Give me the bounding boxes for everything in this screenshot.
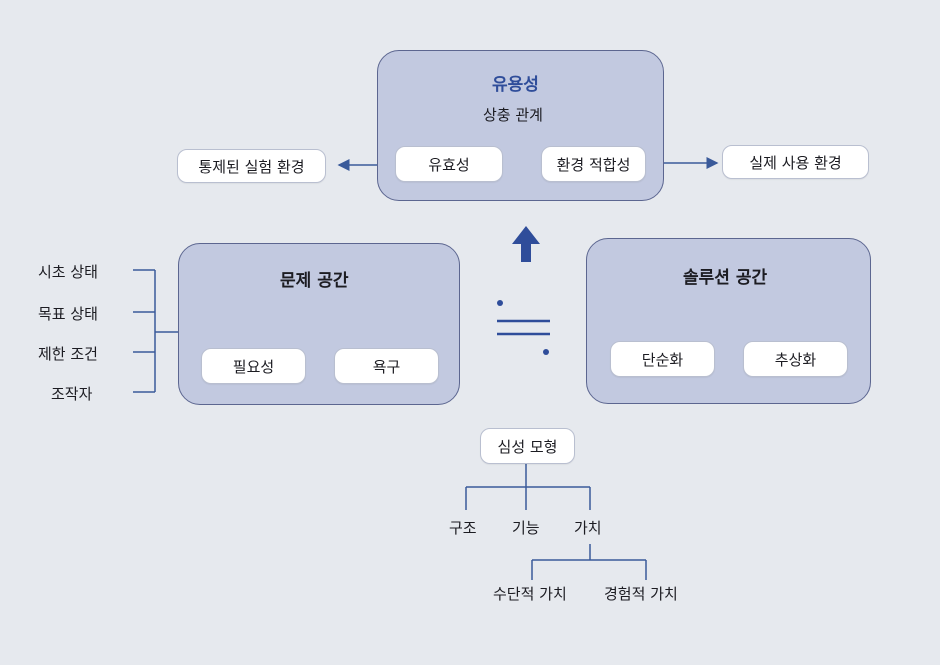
mental-model-structure: 구조: [449, 519, 477, 537]
tradeoff-label: 상충 관계: [483, 106, 543, 124]
solution-space-title: 솔루션 공간: [683, 268, 768, 288]
component-initial-state: 시초 상태: [38, 263, 98, 281]
components-bracket: [133, 269, 178, 393]
value-experiential: 경험적 가치: [604, 585, 678, 603]
component-constraints: 제한 조건: [38, 345, 98, 363]
needs-pill: 욕구: [334, 348, 439, 384]
usability-title: 유용성: [492, 75, 539, 95]
fitness-pill: 환경 적합성: [541, 146, 646, 182]
controlled-env-pill: 통제된 실험 환경: [177, 149, 326, 183]
mental-model-tree: [465, 464, 647, 580]
simplification-pill: 단순화: [610, 341, 715, 377]
approx-equal-icon: [497, 300, 550, 355]
component-goal-state: 목표 상태: [38, 305, 98, 323]
mental-model-function: 기능: [512, 519, 540, 537]
mental-model-pill: 심성 모형: [480, 428, 575, 464]
validity-pill: 유효성: [395, 146, 503, 182]
real-env-pill: 실제 사용 환경: [722, 145, 869, 179]
necessity-pill: 필요성: [201, 348, 306, 384]
component-operator: 조작자: [51, 385, 93, 403]
abstraction-pill: 추상화: [743, 341, 848, 377]
value-instrumental: 수단적 가치: [493, 585, 567, 603]
problem-space-title: 문제 공간: [280, 271, 349, 291]
mental-model-value: 가치: [574, 519, 602, 537]
up-arrow-icon: [512, 226, 540, 262]
